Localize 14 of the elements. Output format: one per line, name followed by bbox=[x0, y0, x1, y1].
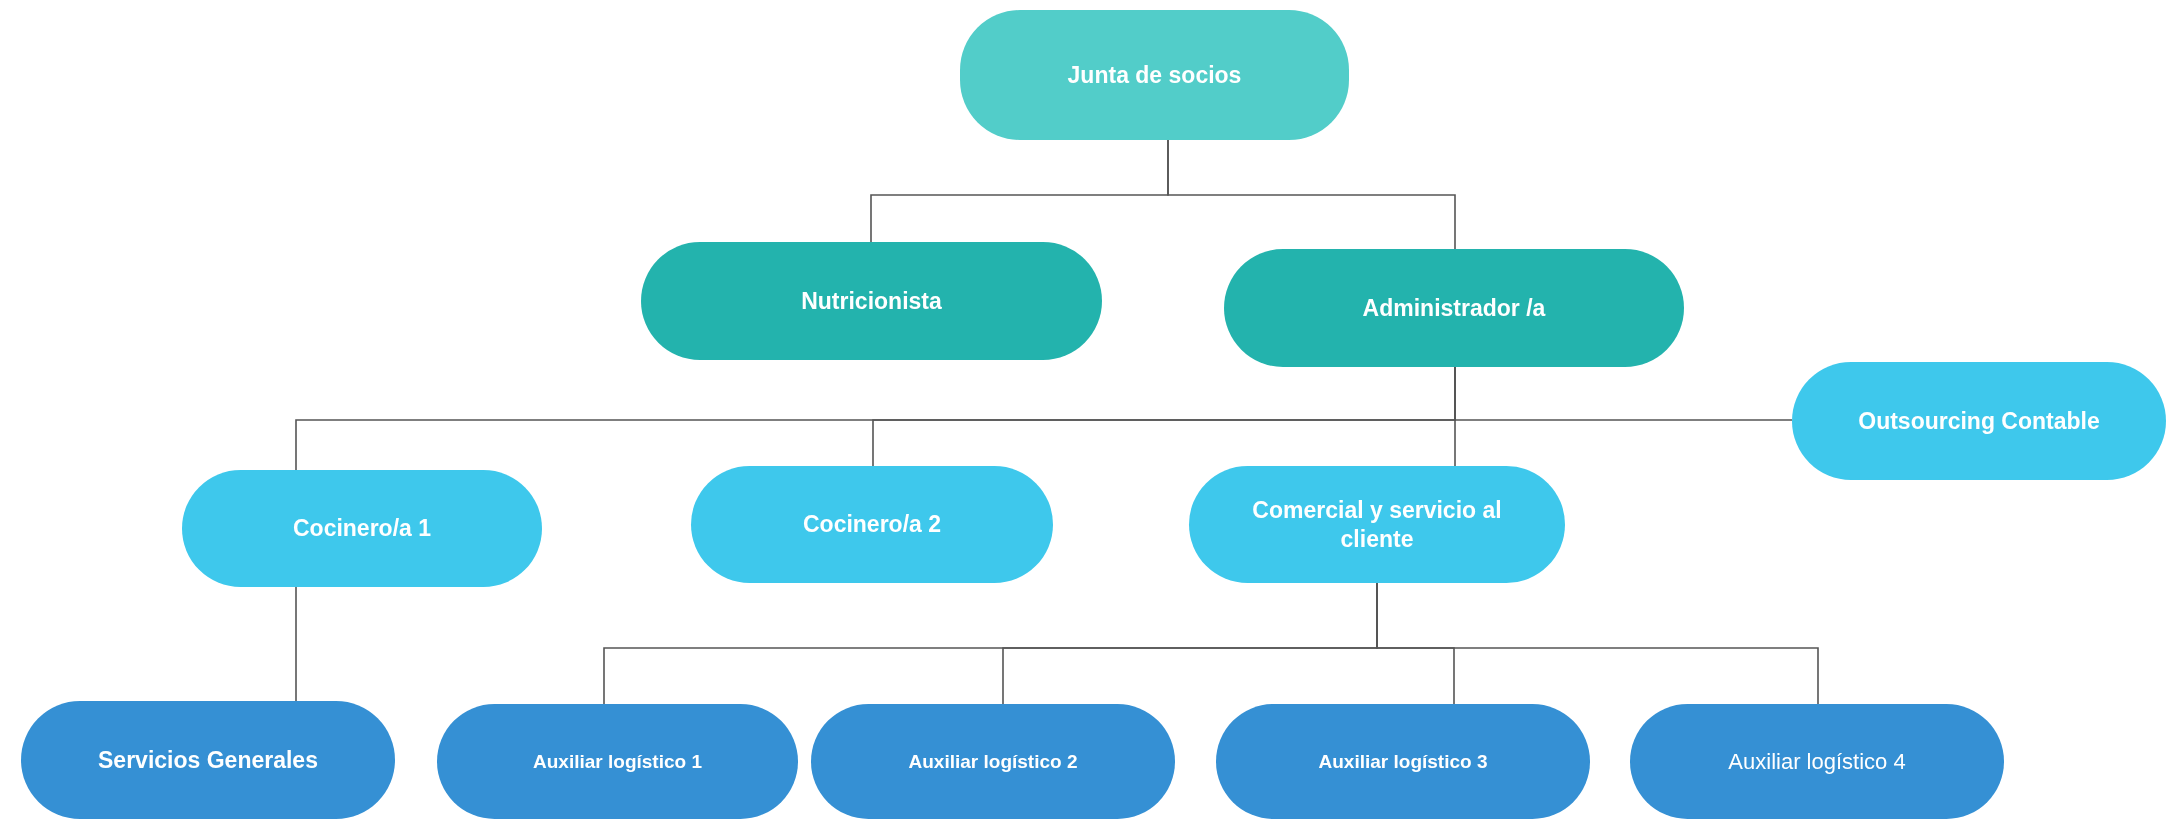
role-title: Nutricionista bbox=[801, 286, 942, 316]
role-title: Auxiliar logístico 3 bbox=[1318, 749, 1488, 774]
role-title: Administrador /a bbox=[1362, 293, 1546, 323]
role-title: Junta de socios bbox=[1067, 60, 1242, 90]
role-title: Cocinero/a 2 bbox=[802, 510, 941, 539]
role-title: Servicios Generales bbox=[98, 745, 318, 775]
connector-line bbox=[1167, 139, 1456, 250]
role-title: Auxiliar logístico 4 bbox=[1728, 747, 1906, 776]
role-title: Auxiliar logístico 2 bbox=[908, 749, 1078, 774]
connector-line bbox=[295, 586, 297, 702]
role-title: Outsourcing Contable bbox=[1858, 406, 2100, 436]
role-title: Auxiliar logístico 1 bbox=[533, 749, 702, 774]
role-title: Cocinero/a 1 bbox=[292, 514, 431, 543]
role-title: Comercial y servicio al cliente bbox=[1251, 495, 1503, 554]
